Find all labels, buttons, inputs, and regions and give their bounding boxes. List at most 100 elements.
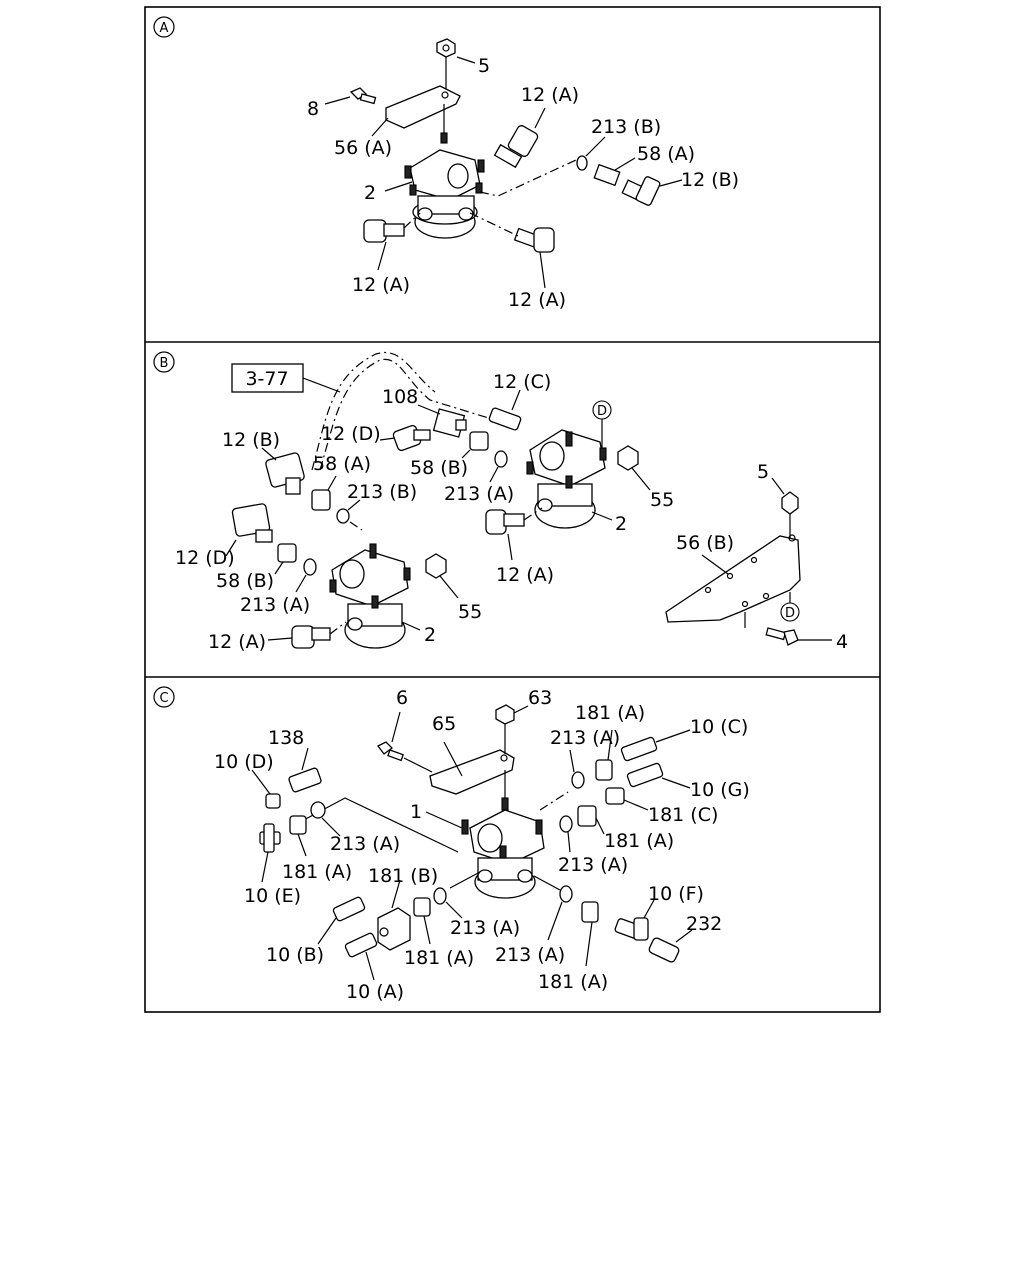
- svg-text:C: C: [159, 691, 168, 706]
- callout-label: 12 (B): [681, 169, 739, 191]
- section-b-marker: B: [153, 351, 175, 373]
- callout-label: 213 (A): [444, 483, 514, 505]
- callout-label: 10 (F): [648, 883, 704, 905]
- callout-label: 12 (A): [521, 84, 579, 106]
- tee-fitting-part: [259, 823, 281, 853]
- svg-text:D: D: [785, 606, 795, 621]
- adapter-part: [593, 163, 621, 187]
- nut-part: [781, 491, 799, 515]
- o-ring-part: [494, 450, 508, 468]
- o-ring-part: [576, 155, 588, 171]
- o-ring-part: [571, 771, 585, 789]
- callout-label: 4: [836, 631, 848, 653]
- callout-label: 10 (B): [266, 944, 324, 966]
- o-ring-part: [559, 885, 573, 903]
- callout-label: 213 (A): [550, 727, 620, 749]
- callout-label: 12 (A): [208, 631, 266, 653]
- adapter-part: [595, 759, 613, 781]
- callout-label: 181 (A): [604, 830, 674, 852]
- o-ring-part: [559, 815, 573, 833]
- callout-label: 213 (B): [591, 116, 661, 138]
- valve-body-part: [461, 809, 545, 899]
- callout-label: 213 (A): [450, 917, 520, 939]
- adapter-part: [581, 901, 599, 923]
- nut-part: [617, 445, 639, 471]
- callout-label: 10 (C): [690, 716, 748, 738]
- bracket-part: [429, 749, 515, 795]
- callout-label: 12 (A): [352, 274, 410, 296]
- detail-d-marker: D: [780, 602, 800, 622]
- callout-label: 181 (A): [282, 861, 352, 883]
- elbow-fitting-part: [485, 509, 525, 535]
- callout-label: 10 (A): [346, 981, 404, 1003]
- connector-fitting-part: [626, 762, 664, 788]
- section-a-marker: A: [153, 16, 175, 38]
- elbow-fitting-part: [392, 424, 431, 452]
- adapter-part: [289, 815, 307, 835]
- svg-text:B: B: [160, 356, 169, 371]
- nut-part: [495, 704, 515, 725]
- bolt-part: [349, 87, 377, 105]
- callout-label: 2: [615, 513, 627, 535]
- adapter-part: [605, 787, 625, 805]
- callout-label: 12 (D): [175, 547, 235, 569]
- section-c-marker: C: [153, 686, 175, 708]
- bracket-part: [665, 534, 801, 623]
- section-c-drawing: [251, 704, 693, 981]
- callout-label: 55: [650, 489, 674, 511]
- callout-label: 213 (A): [558, 854, 628, 876]
- callout-label: 12 (C): [493, 371, 551, 393]
- section-c-labels: 6 63 65 213 (A) 181 (A) 10 (C) 138 10 (D…: [214, 687, 750, 1003]
- callout-label: 56 (A): [334, 137, 392, 159]
- callout-label: 1: [410, 801, 422, 823]
- nut-part: [436, 38, 456, 58]
- callout-label: 8: [307, 98, 319, 120]
- adapter-part: [577, 805, 597, 827]
- valve-body-part: [404, 149, 485, 239]
- callout-label: 58 (A): [313, 453, 371, 475]
- o-ring-part: [336, 508, 350, 524]
- adapter-part: [469, 431, 489, 451]
- callout-label: 63: [528, 687, 552, 709]
- callout-label: 5: [757, 461, 769, 483]
- elbow-fitting-part: [231, 503, 273, 543]
- callout-label: 181 (B): [368, 865, 438, 887]
- valve-body-part: [329, 543, 411, 649]
- section-a-labels: 5 8 12 (A) 56 (A) 213 (B) 58 (A) 12 (B) …: [307, 55, 739, 311]
- valve-body-part: [526, 429, 607, 529]
- callout-label: 10 (E): [244, 885, 301, 907]
- connector-fitting-part: [288, 767, 322, 793]
- diagram-frame: [144, 6, 881, 1013]
- bracket-part: [385, 85, 461, 129]
- o-ring-part: [303, 558, 317, 576]
- callout-label: 12 (B): [222, 429, 280, 451]
- elbow-fitting-part: [265, 793, 281, 809]
- bolt-part: [377, 741, 393, 755]
- callout-label: 12 (D): [321, 423, 381, 445]
- section-b-drawing: 3-77: [225, 351, 832, 649]
- adapter-part: [413, 897, 431, 917]
- callout-label: 5: [478, 55, 490, 77]
- nut-part: [425, 553, 447, 579]
- cap-part: [648, 937, 680, 963]
- svg-text:D: D: [597, 404, 607, 419]
- connector-fitting-part: [332, 896, 366, 922]
- elbow-fitting-part: [363, 219, 405, 243]
- callout-label: 213 (A): [495, 944, 565, 966]
- callout-label: 181 (C): [648, 804, 718, 826]
- callout-label: 58 (B): [216, 570, 274, 592]
- callout-label: 181 (A): [404, 947, 474, 969]
- reference-box: [231, 363, 304, 393]
- callout-label: 12 (A): [508, 289, 566, 311]
- callout-label: 56 (B): [676, 532, 734, 554]
- callout-label: 2: [424, 624, 436, 646]
- callout-label: 6: [396, 687, 408, 709]
- elbow-fitting-part: [291, 625, 331, 649]
- connector-fitting-part: [488, 407, 522, 431]
- o-ring-part: [310, 801, 326, 819]
- tee-fitting-part: [432, 408, 467, 438]
- section-b-labels: 108 12 (C) 12 (B) 12 (D) 58 (A) 58 (B) 2…: [175, 371, 848, 653]
- callout-label: 181 (A): [538, 971, 608, 993]
- detail-d-marker: D: [592, 400, 612, 420]
